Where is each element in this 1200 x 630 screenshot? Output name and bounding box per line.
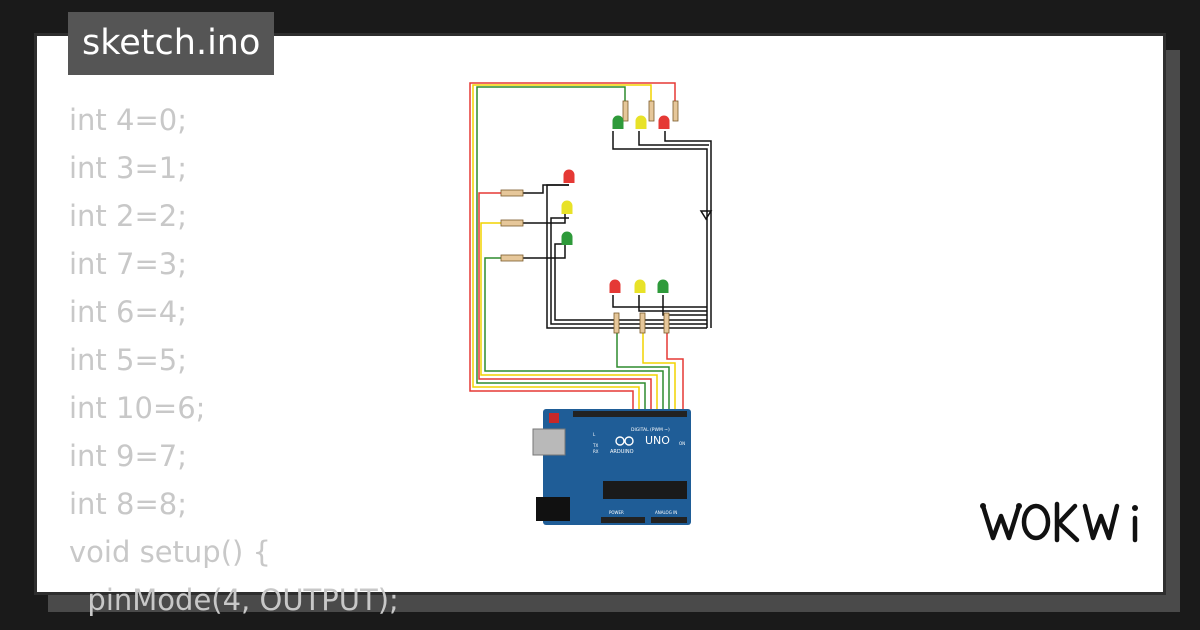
board-uno-label: UNO	[645, 434, 670, 447]
code-line: int 6=4;	[69, 295, 187, 329]
code-line: int 8=8;	[69, 487, 187, 521]
board-analog-label: ANALOG IN	[655, 510, 677, 515]
board-tx-label: TX	[592, 443, 598, 448]
arduino-board: UNO ARDUINO DIGITAL (PWM ~) POWER ANALOG…	[532, 409, 691, 525]
code-line: int 4=0;	[69, 103, 187, 137]
code-line: int 2=2;	[69, 199, 187, 233]
led-yellow-body	[635, 121, 647, 129]
resistor	[500, 219, 524, 227]
board-digital-label: DIGITAL (PWM ~)	[631, 427, 670, 433]
bottom-led-group	[609, 279, 670, 334]
analog-header	[651, 517, 687, 523]
board-power-label: POWER	[609, 510, 624, 515]
code-line: void setup() {	[69, 535, 271, 569]
resistor	[613, 312, 620, 334]
board-on-label: ON	[679, 441, 685, 446]
usb-connector	[532, 428, 566, 456]
led-red-body	[609, 285, 621, 293]
led-red-body	[563, 175, 575, 183]
microcontroller-chip	[603, 481, 687, 499]
wokwi-logo	[980, 501, 1138, 543]
resistor	[648, 100, 655, 122]
resistor	[672, 100, 679, 122]
power-header	[601, 517, 645, 523]
led-yellow-body	[561, 206, 573, 214]
ground-wires	[546, 131, 713, 329]
resistor	[663, 312, 670, 334]
code-preview: int 4=0; int 3=1; int 2=2; int 7=3; int …	[69, 96, 399, 624]
led-yellow-body	[634, 285, 646, 293]
board-rx-label: RX	[593, 449, 599, 454]
led-green-body	[561, 237, 573, 245]
code-line: int 3=1;	[69, 151, 187, 185]
resistor	[622, 100, 629, 122]
left-led-group	[500, 169, 575, 262]
code-line: int 9=7;	[69, 439, 187, 473]
resistor	[639, 312, 646, 334]
resistor	[500, 189, 524, 197]
arduino-logo	[615, 436, 634, 446]
led-red-body	[658, 121, 670, 129]
digital-header	[573, 411, 687, 417]
board-l-label: L	[593, 432, 596, 437]
board-brand-label: ARDUINO	[610, 449, 634, 455]
top-led-group	[612, 100, 679, 129]
circuit-diagram: UNO ARDUINO DIGITAL (PWM ~) POWER ANALOG…	[469, 82, 713, 525]
led-green-body	[612, 121, 624, 129]
code-line: int 7=3;	[69, 247, 187, 281]
code-line: int 5=5;	[69, 343, 187, 377]
sketch-filename-tab: sketch.ino	[68, 12, 275, 75]
code-line: int 10=6;	[69, 391, 206, 425]
reset-button	[549, 413, 559, 423]
resistor	[500, 254, 524, 262]
code-line: pinMode(4, OUTPUT);	[69, 583, 399, 617]
preview-card: int 4=0; int 3=1; int 2=2; int 7=3; int …	[34, 33, 1166, 617]
led-green-body	[657, 285, 669, 293]
power-jack	[536, 497, 570, 521]
signal-wires	[469, 82, 684, 411]
